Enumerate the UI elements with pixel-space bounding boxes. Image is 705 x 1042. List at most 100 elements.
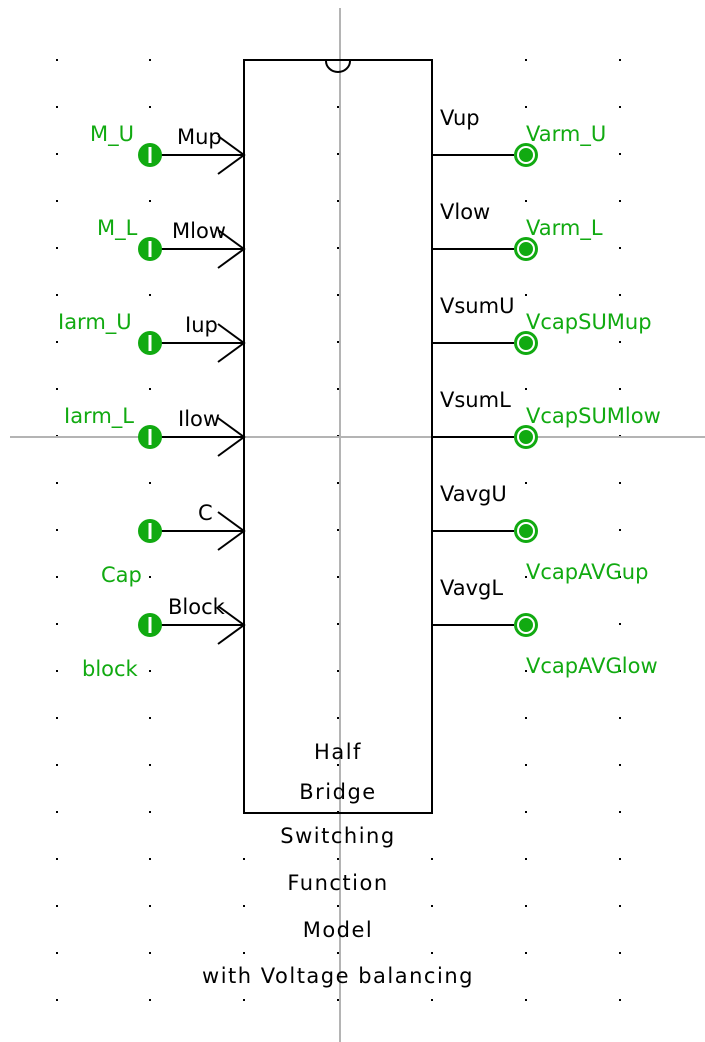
grid-dot xyxy=(243,905,245,907)
output-signal-label: Varm_L xyxy=(526,216,603,241)
output-signal-label: VcapAVGlow xyxy=(526,654,658,678)
grid-dot xyxy=(149,106,151,108)
input-arrow-icon xyxy=(217,511,246,551)
grid-dot xyxy=(619,341,621,343)
output-signal-label: VcapAVGup xyxy=(526,560,648,584)
input-signal-label: M_U xyxy=(90,122,134,147)
input-port-icon[interactable] xyxy=(138,425,162,449)
output-port-icon[interactable] xyxy=(514,143,538,167)
grid-dot xyxy=(56,905,58,907)
grid-dot xyxy=(56,482,58,484)
grid-dot xyxy=(56,952,58,954)
input-arrow-icon xyxy=(217,323,246,363)
input-pin-label: Mup xyxy=(177,125,222,149)
grid-dot xyxy=(525,106,527,108)
input-port[interactable]: C Cap xyxy=(101,501,246,587)
grid-dot xyxy=(619,717,621,719)
grid-dot xyxy=(337,247,339,249)
grid-dot xyxy=(243,952,245,954)
grid-dot xyxy=(149,811,151,813)
grid-dot xyxy=(619,59,621,61)
caption-line: Function xyxy=(287,871,388,895)
grid-dot xyxy=(56,247,58,249)
output-port-icon[interactable] xyxy=(514,425,538,449)
input-port-icon[interactable] xyxy=(138,143,162,167)
input-pin-label: C xyxy=(198,501,213,525)
grid-dot xyxy=(525,576,527,578)
output-port-icon[interactable] xyxy=(514,613,538,637)
grid-dot xyxy=(619,200,621,202)
grid-dot xyxy=(619,952,621,954)
grid-dot xyxy=(431,858,433,860)
grid-dot xyxy=(56,59,58,61)
grid-dot xyxy=(149,200,151,202)
grid-dot xyxy=(56,858,58,860)
grid-dot xyxy=(431,999,433,1001)
grid-dot xyxy=(619,153,621,155)
grid-dot xyxy=(619,811,621,813)
input-pin-label: Mlow xyxy=(172,219,226,243)
grid-dot xyxy=(337,764,339,766)
grid-dot xyxy=(619,764,621,766)
grid-dot xyxy=(619,623,621,625)
grid-dot xyxy=(619,999,621,1001)
grid-dot xyxy=(243,858,245,860)
output-pin-label: VsumU xyxy=(440,294,514,318)
grid-dot xyxy=(149,576,151,578)
grid-dot xyxy=(337,529,339,531)
grid-dot xyxy=(525,670,527,672)
grid-dot xyxy=(619,576,621,578)
input-signal-label: Cap xyxy=(101,563,142,587)
input-port-icon[interactable] xyxy=(138,237,162,261)
grid-dot xyxy=(337,482,339,484)
grid-dot xyxy=(149,59,151,61)
output-port-icon[interactable] xyxy=(514,331,538,355)
grid-dot xyxy=(525,388,527,390)
grid-dot xyxy=(337,952,339,954)
output-port[interactable]: VavgL VcapAVGlow xyxy=(432,576,658,678)
grid-dot xyxy=(56,341,58,343)
grid-dot xyxy=(149,764,151,766)
grid-dot xyxy=(337,999,339,1001)
grid-dot xyxy=(619,670,621,672)
output-port-icon[interactable] xyxy=(514,237,538,261)
grid-dot xyxy=(619,106,621,108)
input-signal-label: Iarm_U xyxy=(58,310,132,335)
grid-dot xyxy=(337,576,339,578)
grid-dot xyxy=(149,717,151,719)
grid-dot xyxy=(337,294,339,296)
input-arrow-icon xyxy=(217,229,246,269)
input-port-icon[interactable] xyxy=(138,331,162,355)
grid-dot xyxy=(525,999,527,1001)
grid-dot xyxy=(56,106,58,108)
input-arrow-icon xyxy=(217,135,246,175)
caption-line: Bridge xyxy=(299,780,376,804)
grid-dot xyxy=(525,811,527,813)
grid-dot xyxy=(431,905,433,907)
grid-dot xyxy=(619,529,621,531)
input-port-icon[interactable] xyxy=(138,519,162,543)
output-pin-label: VavgL xyxy=(440,576,503,600)
grid-dot xyxy=(337,905,339,907)
caption-line: Switching xyxy=(280,824,395,848)
grid-dot xyxy=(525,952,527,954)
output-port-icon[interactable] xyxy=(514,519,538,543)
input-port-icon[interactable] xyxy=(138,613,162,637)
block-orientation-notch xyxy=(325,60,351,73)
input-port[interactable]: Mup M_U xyxy=(90,122,246,175)
grid-dot xyxy=(149,388,151,390)
grid-dot xyxy=(56,999,58,1001)
grid-dot xyxy=(337,858,339,860)
